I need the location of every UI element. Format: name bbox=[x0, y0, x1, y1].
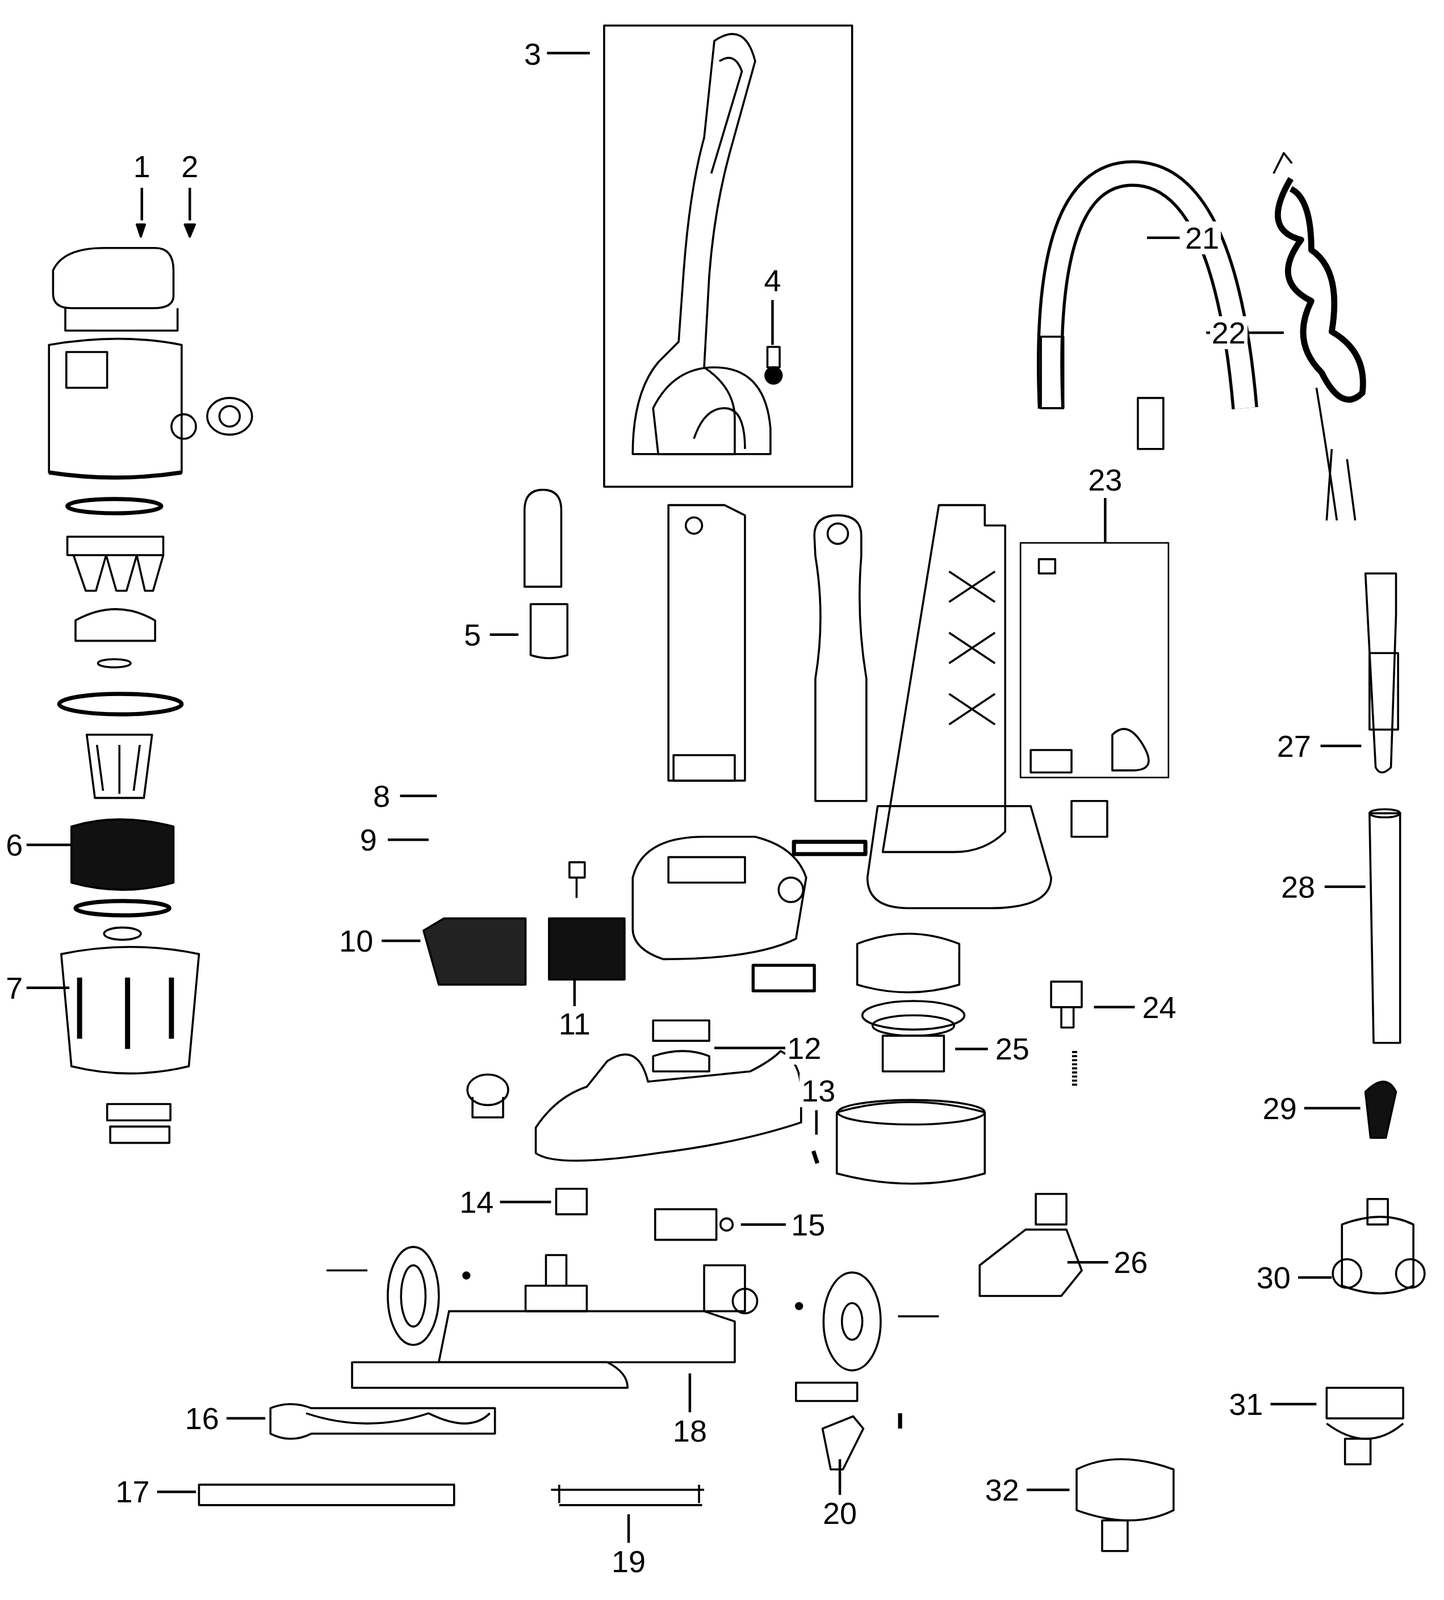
callout-number: 14 bbox=[457, 1185, 496, 1219]
callout-number: 26 bbox=[1111, 1245, 1150, 1279]
callout-number: 11 bbox=[557, 1007, 593, 1041]
callout-number: 21 bbox=[1183, 221, 1221, 255]
callout-number: 5 bbox=[462, 618, 483, 652]
callout-number: 9 bbox=[358, 823, 379, 857]
callout-number: 24 bbox=[1140, 990, 1179, 1024]
callout-number: 1 bbox=[131, 149, 153, 183]
callout-number: 10 bbox=[337, 924, 375, 958]
callout-number: 13 bbox=[799, 1074, 837, 1108]
callout-number: 28 bbox=[1279, 870, 1317, 904]
callout-number: 19 bbox=[609, 1545, 648, 1579]
callout-number: 16 bbox=[183, 1401, 221, 1435]
callout-number: 6 bbox=[3, 828, 25, 862]
callout-number: 23 bbox=[1086, 463, 1124, 497]
callout-number: 22 bbox=[1210, 316, 1248, 350]
callout-number: 15 bbox=[789, 1208, 827, 1242]
leader-lines bbox=[26, 52, 1366, 1543]
callout-number: 27 bbox=[1275, 729, 1313, 763]
callout-number: 7 bbox=[3, 971, 25, 1005]
callout-number: 18 bbox=[671, 1414, 709, 1448]
callout-number: 20 bbox=[821, 1496, 859, 1530]
callout-number: 29 bbox=[1261, 1091, 1299, 1125]
callout-number: 3 bbox=[522, 37, 543, 71]
callout-number: 30 bbox=[1254, 1261, 1293, 1295]
callout-number: 12 bbox=[785, 1031, 823, 1065]
callout-number: 2 bbox=[179, 149, 200, 183]
callout-number: 4 bbox=[762, 264, 783, 297]
callout-number: 17 bbox=[114, 1475, 152, 1509]
callout-number: 31 bbox=[1227, 1387, 1265, 1421]
callout-number: 32 bbox=[983, 1473, 1021, 1507]
callout-number: 8 bbox=[371, 779, 392, 813]
callout-number: 25 bbox=[993, 1032, 1032, 1066]
